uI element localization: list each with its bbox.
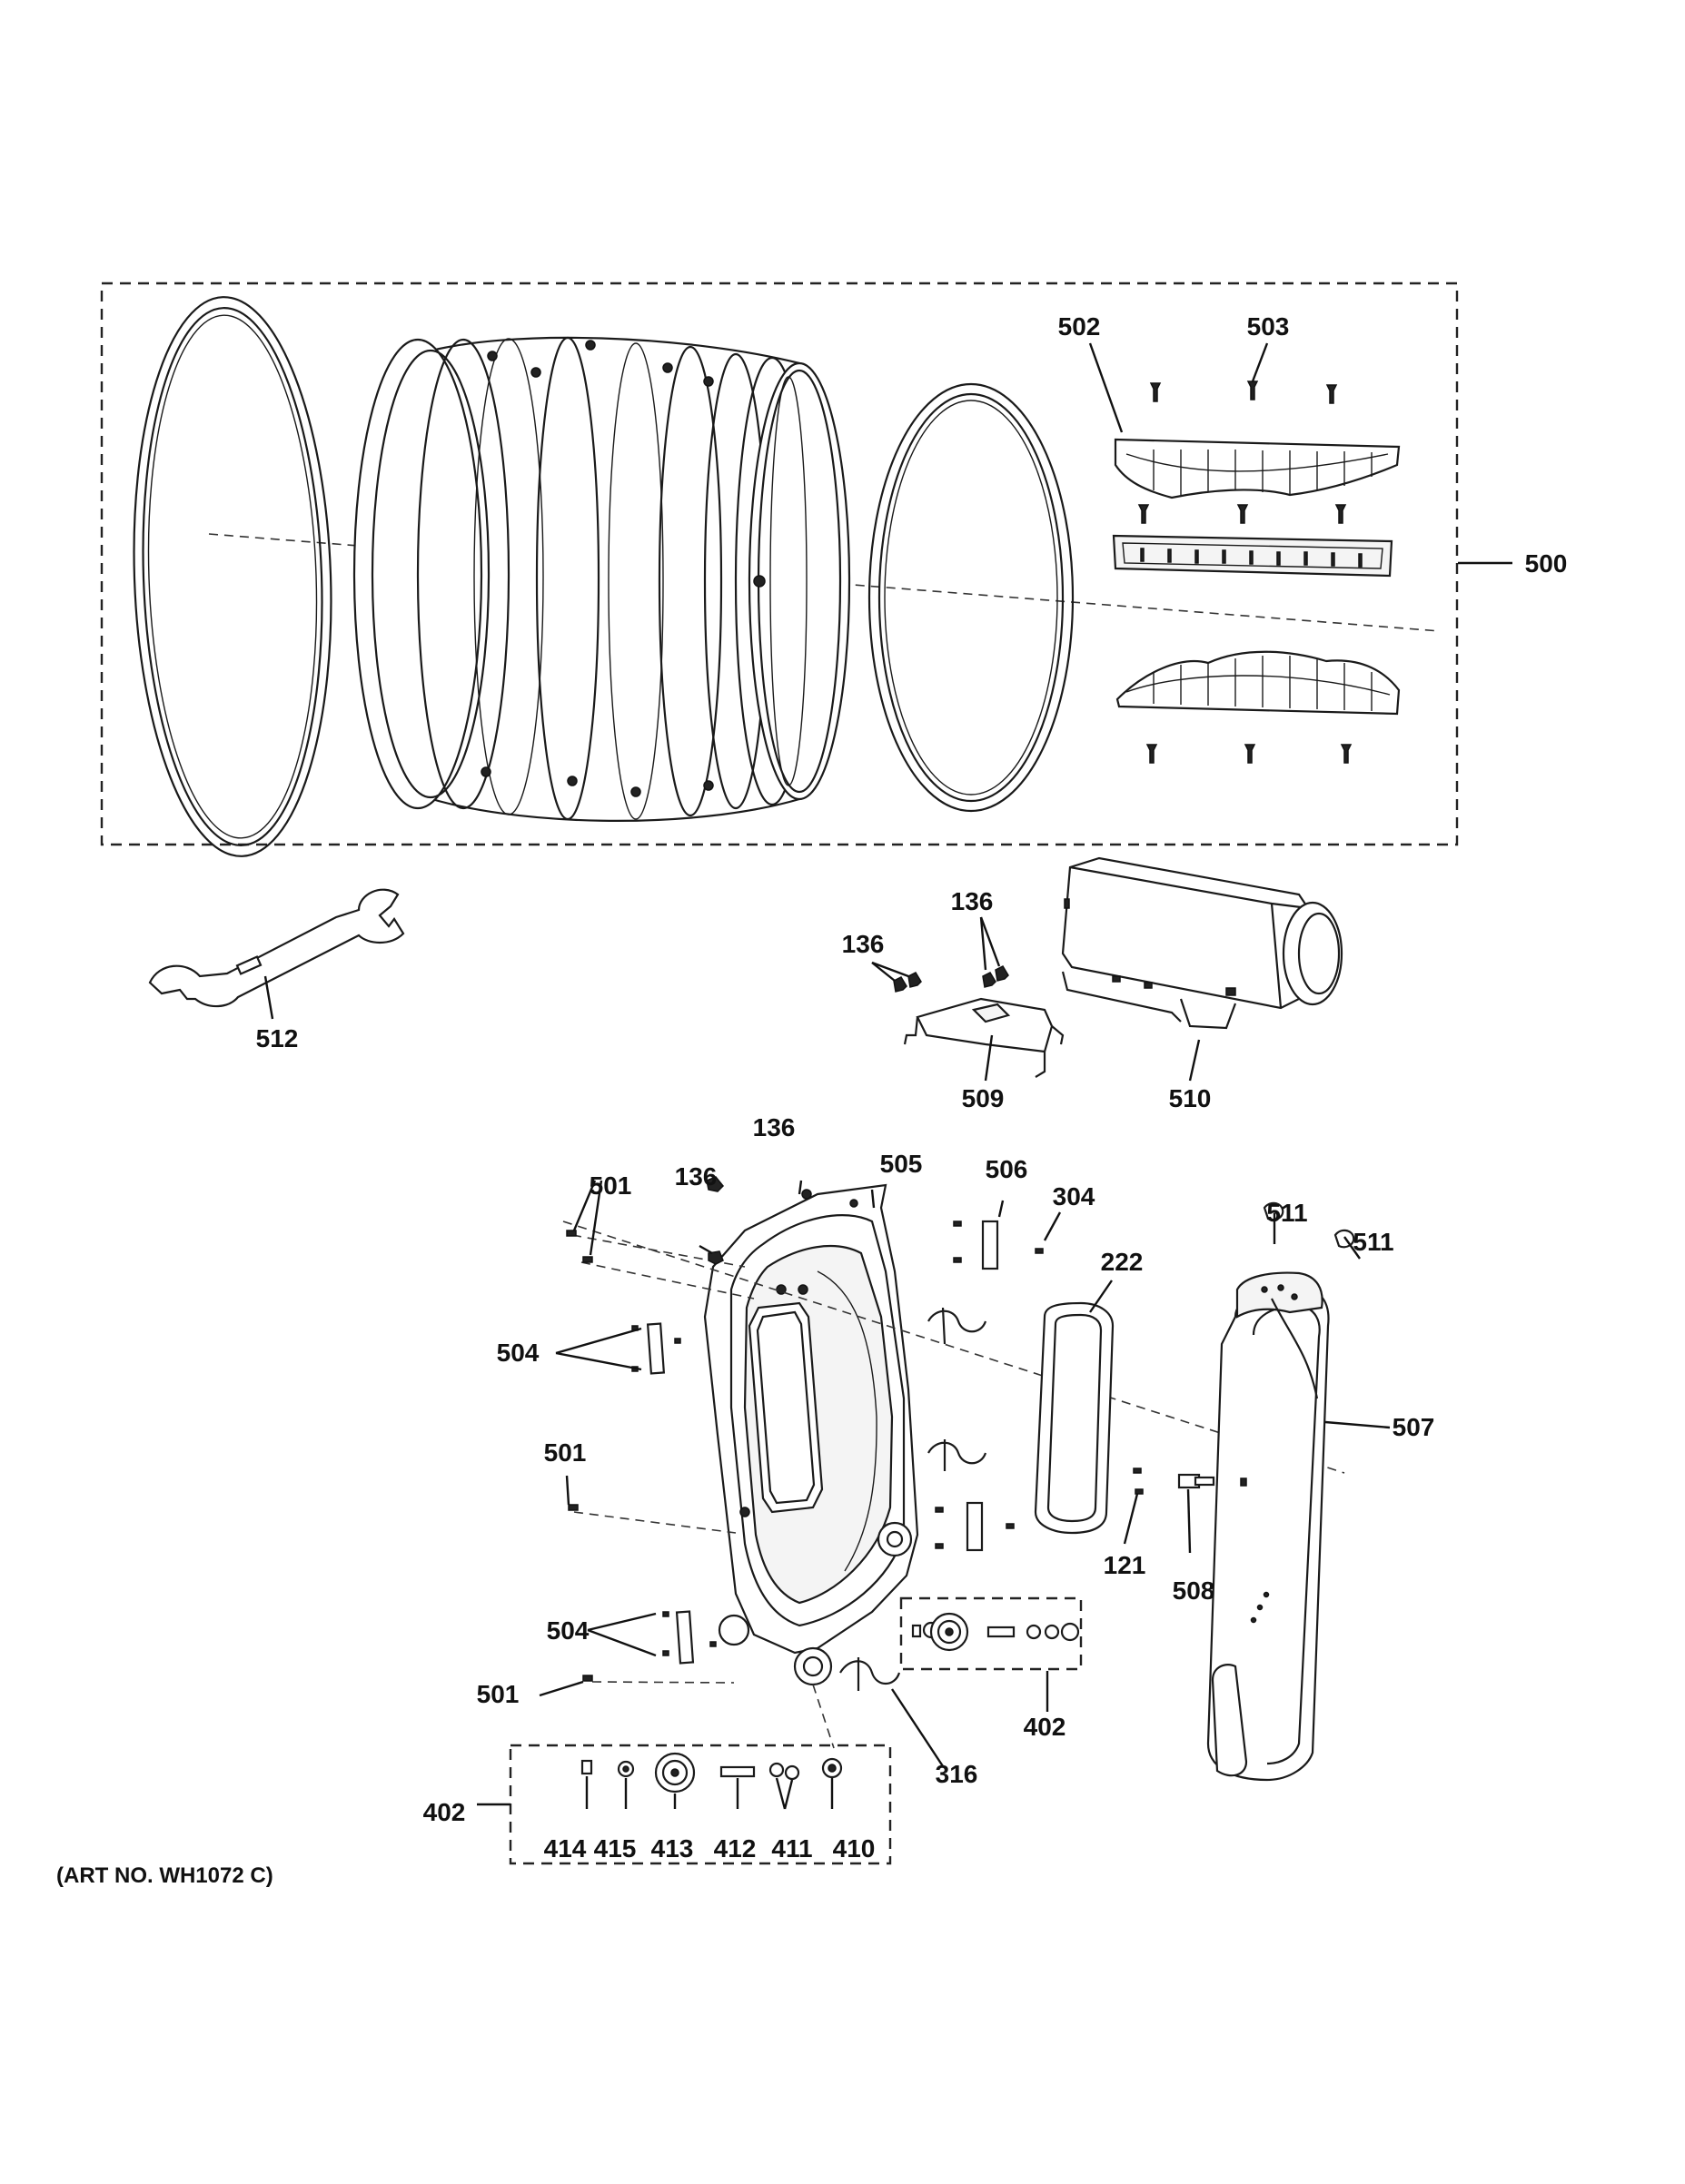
callout-501-lower: 501 <box>476 1680 520 1708</box>
switch-screws <box>1133 1468 1144 1495</box>
callout-503: 503 <box>1246 312 1290 341</box>
callout-402-right: 402 <box>1023 1713 1066 1741</box>
bottom-screw-line <box>591 1681 735 1684</box>
front-panel <box>1206 1271 1330 1782</box>
callout-511-right: 511 <box>1353 1228 1394 1256</box>
front-bulkhead-axis-line <box>562 1220 1345 1474</box>
roller-axis-line <box>812 1684 835 1749</box>
callout-504-lower: 504 <box>546 1616 590 1645</box>
art-number-label: (ART NO. WH1072 C) <box>56 1863 273 1888</box>
callout-316: 316 <box>935 1760 978 1788</box>
rear-drum-seal-ring <box>133 296 332 857</box>
callout-507: 507 <box>1392 1413 1435 1441</box>
callout-414: 414 <box>543 1834 587 1863</box>
callout-136-bracket-left: 136 <box>841 930 885 958</box>
roller-assembly-right <box>911 1612 1080 1652</box>
callout-509: 509 <box>961 1084 1005 1112</box>
callout-410: 410 <box>832 1834 876 1863</box>
heater-mounting-bracket <box>903 997 1065 1078</box>
callout-415: 415 <box>593 1834 637 1863</box>
callout-506: 506 <box>985 1155 1028 1183</box>
hinge-bracket-lower <box>662 1610 717 1665</box>
callout-511-left: 511 <box>1266 1199 1308 1227</box>
hinge-screw-line-mid <box>580 1261 755 1300</box>
door-switch <box>1177 1473 1215 1489</box>
callout-412: 412 <box>713 1834 757 1863</box>
callout-121: 121 <box>1103 1551 1146 1579</box>
callout-501-upper: 501 <box>589 1171 632 1200</box>
callout-411: 411 <box>771 1834 813 1863</box>
callout-512: 512 <box>255 1024 299 1052</box>
callout-504-upper: 504 <box>496 1339 540 1367</box>
drum-assembly-group-box <box>100 282 1459 846</box>
callout-222: 222 <box>1100 1248 1144 1276</box>
callout-502: 502 <box>1057 312 1101 341</box>
callout-136-bulkhead-left: 136 <box>674 1162 718 1191</box>
drum-baffle-middle <box>1112 534 1393 578</box>
drum-baffle-bottom <box>1115 650 1401 716</box>
callout-501-middle: 501 <box>543 1438 587 1467</box>
callout-304: 304 <box>1052 1182 1095 1211</box>
mount-bracket-upper <box>953 1220 1044 1270</box>
roller-assembly-bottom <box>580 1752 843 1794</box>
heater-duct-assembly <box>1061 856 1343 1030</box>
callout-508: 508 <box>1172 1576 1215 1605</box>
callout-505: 505 <box>879 1150 923 1178</box>
callout-136-bracket-right: 136 <box>950 887 994 915</box>
callout-500: 500 <box>1524 549 1568 578</box>
wrench-tool <box>148 888 405 1008</box>
front-screw-line <box>573 1511 737 1534</box>
baffle-screws <box>1137 380 1353 764</box>
callout-402-bottom: 402 <box>422 1798 466 1826</box>
bulkhead-screws <box>566 1176 725 1682</box>
leader-lines <box>263 342 1512 1810</box>
callout-136-bulkhead-top: 136 <box>752 1113 796 1141</box>
front-drum-seal-ring <box>867 382 1075 813</box>
dryer-drum <box>352 336 851 822</box>
spring-clips <box>839 1307 987 1691</box>
door-gasket <box>1034 1301 1115 1535</box>
bracket-screws <box>893 965 1009 993</box>
hinge-bracket-upper <box>631 1322 681 1375</box>
callout-510: 510 <box>1168 1084 1212 1112</box>
front-bulkhead <box>703 1183 919 1686</box>
drum-baffle-top <box>1114 438 1401 499</box>
mount-bracket-lower <box>935 1501 1015 1552</box>
callout-413: 413 <box>650 1834 694 1863</box>
